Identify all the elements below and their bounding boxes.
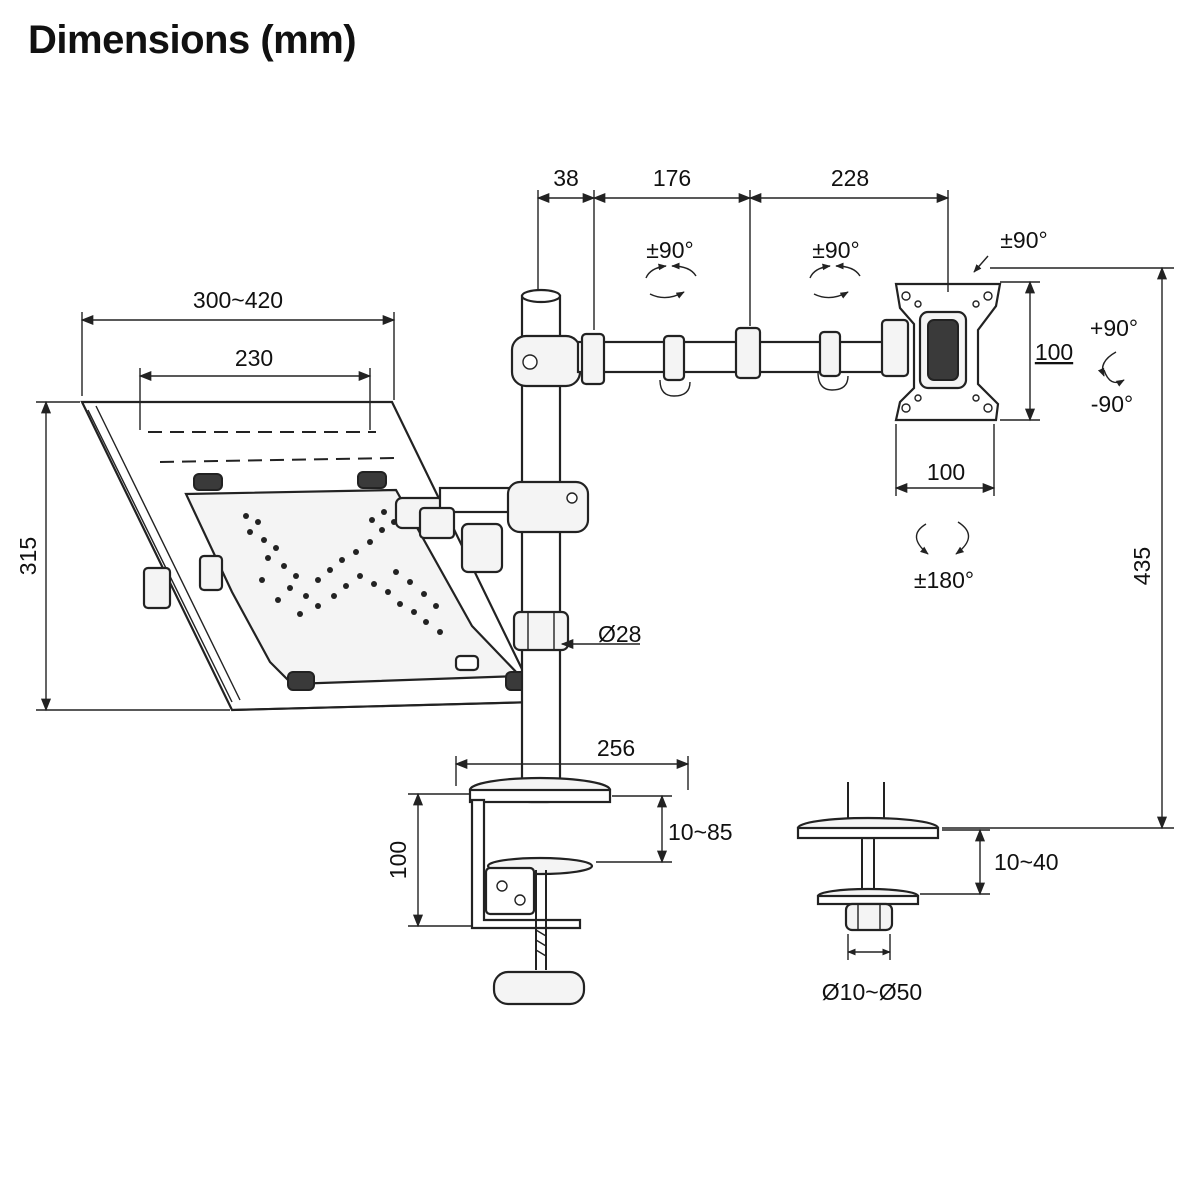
rotation-icon <box>645 255 1125 555</box>
laptop-tray <box>80 400 540 712</box>
label-pole-diameter: Ø28 <box>598 621 641 647</box>
page-title: Dimensions (mm) <box>28 18 357 62</box>
desk-clamp <box>468 776 612 1006</box>
label-arm-segment-1: 176 <box>653 165 691 191</box>
label-grommet-range: 10~40 <box>994 849 1059 875</box>
label-vesa-height: 100 <box>1035 339 1073 365</box>
label-tray-inner: 230 <box>235 345 273 371</box>
laptop-arm <box>418 480 590 540</box>
vesa-plate <box>894 282 1002 422</box>
label-arm-joint-1: ±90° <box>646 237 693 263</box>
monitor-arm <box>510 318 910 397</box>
label-arm-segment-2: 228 <box>831 165 869 191</box>
grommet-mount <box>796 782 940 932</box>
label-vesa-width: 100 <box>927 459 965 485</box>
label-clamp-height: 100 <box>385 841 411 879</box>
label-max-height: 435 <box>1129 547 1155 585</box>
label-tray-depth: 315 <box>15 537 41 575</box>
label-head-tilt: ±90° <box>1000 227 1047 253</box>
label-swivel: ±180° <box>914 567 974 593</box>
label-base-width: 256 <box>597 735 635 761</box>
label-rotate-minus: -90° <box>1091 391 1133 417</box>
label-clamp-range: 10~85 <box>668 819 733 845</box>
dimension-lines <box>36 190 1174 960</box>
label-tray-width: 300~420 <box>193 287 283 313</box>
vent-holes <box>243 509 443 635</box>
label-rotate-plus: +90° <box>1090 315 1138 341</box>
label-grommet-hole: Ø10~Ø50 <box>822 979 922 1005</box>
label-arm-joint-2: ±90° <box>812 237 859 263</box>
label-arm-offset: 38 <box>553 165 579 191</box>
